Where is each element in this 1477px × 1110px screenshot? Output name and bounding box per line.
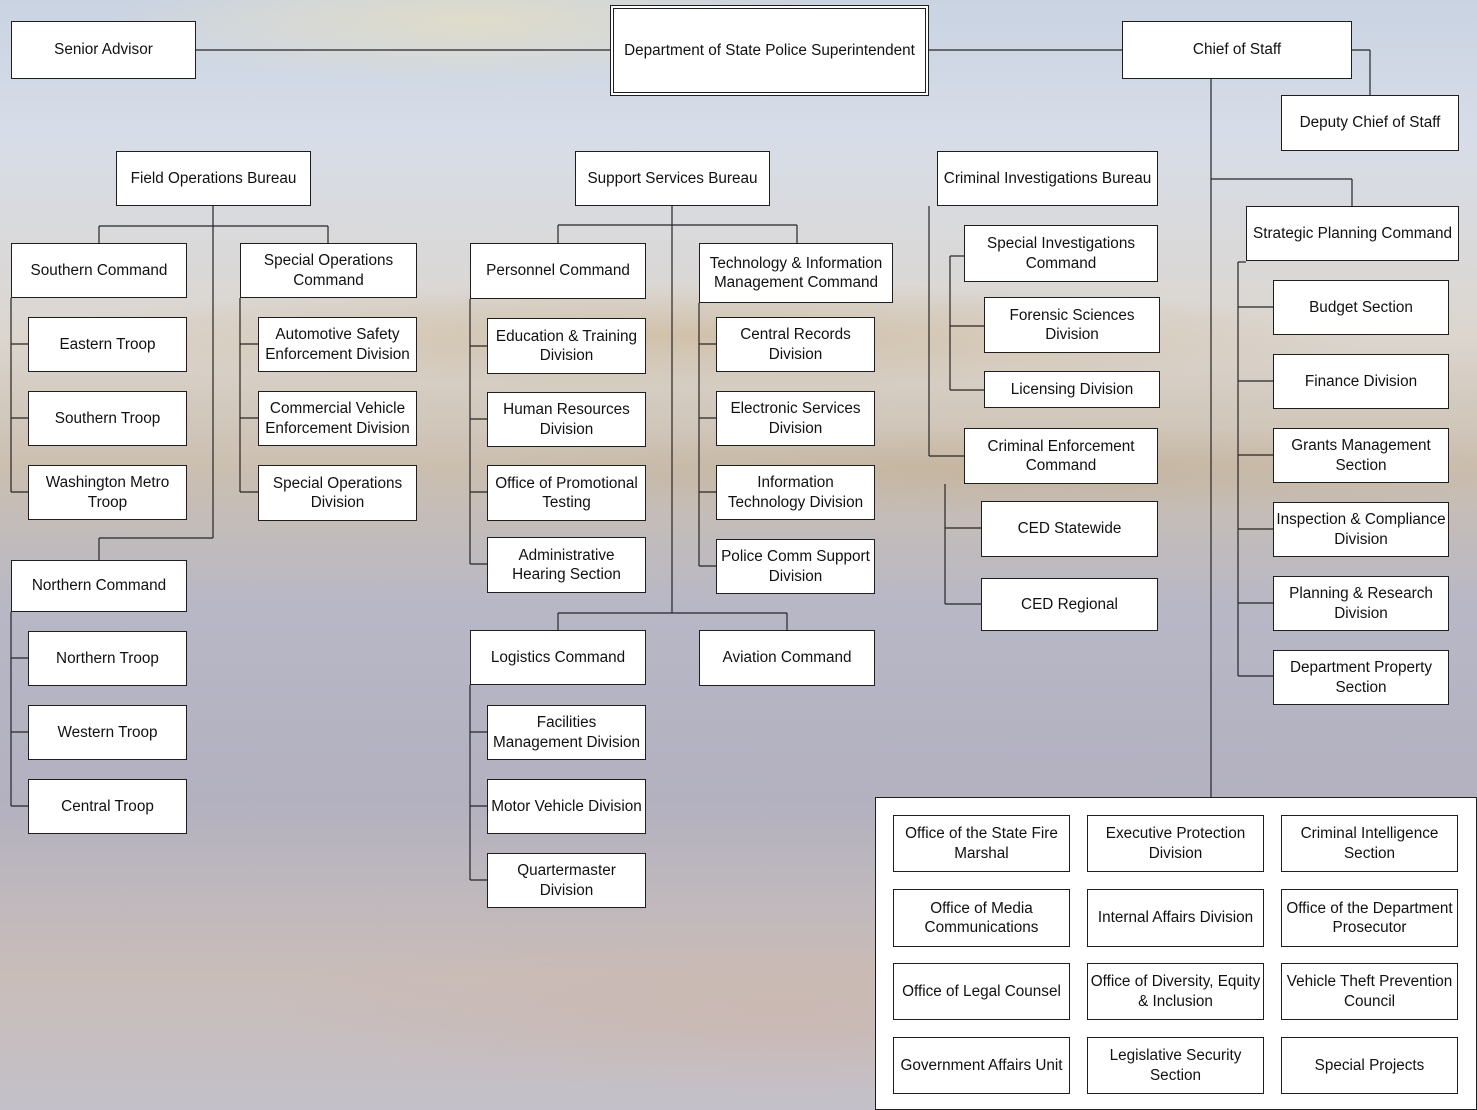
ced-regional-box: CED Regional (981, 578, 1158, 631)
central-records-division-box: Central Records Division (716, 317, 875, 372)
office-box: Vehicle Theft Prevention Council (1281, 963, 1458, 1020)
office-box: Criminal Intelligence Section (1281, 815, 1458, 872)
northern-troop-box: Northern Troop (28, 631, 187, 686)
office-box: Office of the State Fire Marshal (893, 815, 1070, 872)
administrative-hearing-box: Administrative Hearing Section (487, 537, 646, 593)
aviation-command-box: Aviation Command (699, 630, 875, 686)
deputy-chief-of-staff-box: Deputy Chief of Staff (1281, 95, 1459, 151)
quartermaster-division-box: Quartermaster Division (487, 853, 646, 908)
western-troop-box: Western Troop (28, 705, 187, 760)
police-comm-support-box: Police Comm Support Division (716, 539, 875, 594)
budget-section-box: Budget Section (1273, 280, 1449, 335)
field-operations-bureau-box: Field Operations Bureau (116, 151, 311, 206)
logistics-command-box: Logistics Command (470, 630, 646, 685)
office-box: Government Affairs Unit (893, 1037, 1070, 1094)
tech-info-command-box: Technology & Information Management Comm… (699, 243, 893, 303)
special-operations-command-box: Special Operations Command (240, 243, 417, 298)
office-box: Office of Legal Counsel (893, 963, 1070, 1020)
information-technology-division-box: Information Technology Division (716, 465, 875, 520)
licensing-division-box: Licensing Division (984, 371, 1160, 408)
office-box: Internal Affairs Division (1087, 889, 1264, 947)
criminal-investigations-bureau-box: Criminal Investigations Bureau (937, 151, 1158, 206)
superintendent-box: Department of State Police Superintenden… (610, 5, 929, 96)
northern-command-box: Northern Command (11, 560, 187, 612)
personnel-command-box: Personnel Command (470, 243, 646, 299)
planning-research-box: Planning & Research Division (1273, 576, 1449, 631)
human-resources-division-box: Human Resources Division (487, 392, 646, 447)
automotive-safety-division-box: Automotive Safety Enforcement Division (258, 317, 417, 372)
motor-vehicle-division-box: Motor Vehicle Division (487, 779, 646, 834)
finance-division-box: Finance Division (1273, 354, 1449, 409)
senior-advisor-box: Senior Advisor (11, 21, 196, 79)
office-box: Office of Diversity, Equity & Inclusion (1087, 963, 1264, 1020)
office-box: Office of the Department Prosecutor (1281, 889, 1458, 947)
ced-statewide-box: CED Statewide (981, 501, 1158, 557)
inspection-compliance-box: Inspection & Compliance Division (1273, 502, 1449, 557)
education-training-division-box: Education & Training Division (487, 318, 646, 374)
chief-of-staff-box: Chief of Staff (1122, 21, 1352, 79)
grants-management-box: Grants Management Section (1273, 428, 1449, 483)
southern-troop-box: Southern Troop (28, 391, 187, 446)
office-box: Special Projects (1281, 1037, 1458, 1094)
southern-command-box: Southern Command (11, 243, 187, 298)
support-services-bureau-box: Support Services Bureau (575, 151, 770, 206)
forensic-sciences-division-box: Forensic Sciences Division (984, 297, 1160, 353)
facilities-management-box: Facilities Management Division (487, 705, 646, 760)
strategic-planning-command-box: Strategic Planning Command (1246, 206, 1459, 261)
special-operations-division-box: Special Operations Division (258, 465, 417, 521)
office-box: Executive Protection Division (1087, 815, 1264, 872)
eastern-troop-box: Eastern Troop (28, 317, 187, 372)
central-troop-box: Central Troop (28, 779, 187, 834)
office-box: Legislative Security Section (1087, 1037, 1264, 1094)
special-investigations-command-box: Special Investigations Command (964, 225, 1158, 282)
promotional-testing-box: Office of Promotional Testing (487, 465, 646, 521)
electronic-services-division-box: Electronic Services Division (716, 391, 875, 446)
office-box: Office of Media Communications (893, 889, 1070, 947)
criminal-enforcement-command-box: Criminal Enforcement Command (964, 428, 1158, 484)
commercial-vehicle-division-box: Commercial Vehicle Enforcement Division (258, 391, 417, 446)
washington-metro-troop-box: Washington Metro Troop (28, 465, 187, 520)
department-property-box: Department Property Section (1273, 650, 1449, 705)
